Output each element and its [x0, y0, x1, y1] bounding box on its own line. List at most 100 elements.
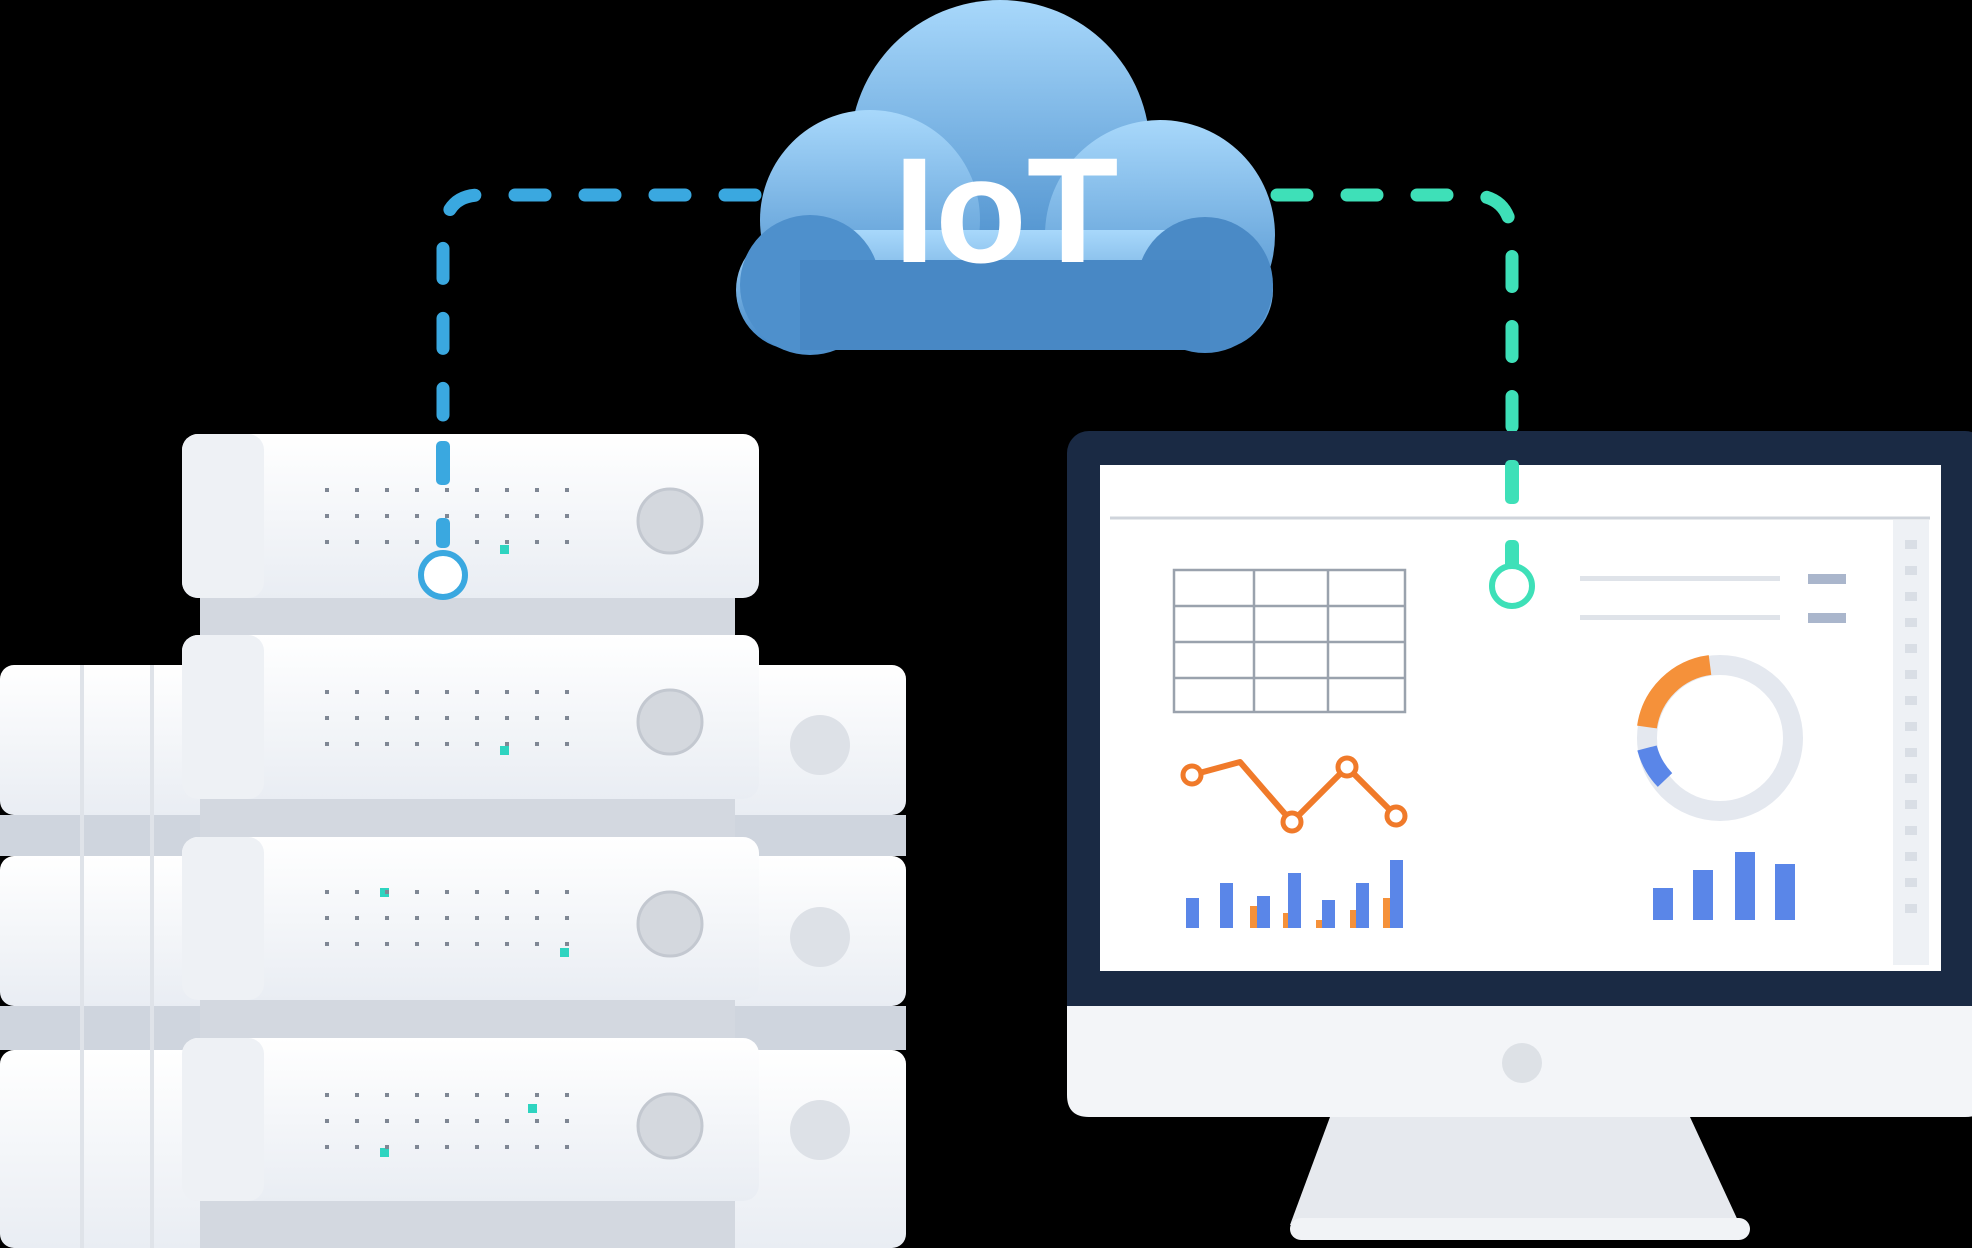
- indicator-dot: [385, 890, 389, 894]
- scroll-mark: [1905, 878, 1917, 887]
- scroll-mark: [1905, 904, 1917, 913]
- indicator-dot: [445, 890, 449, 894]
- indicator-dot: [535, 690, 539, 694]
- indicator-dot: [535, 1119, 539, 1123]
- indicator-dot: [445, 690, 449, 694]
- indicator-dot: [355, 942, 359, 946]
- indicator-dot: [505, 916, 509, 920]
- indicator-dot: [415, 690, 419, 694]
- indicator-dot: [325, 942, 329, 946]
- indicator-dot: [355, 690, 359, 694]
- indicator-dot: [565, 1093, 569, 1097]
- indicator-dot: [415, 488, 419, 492]
- indicator-dot: [355, 890, 359, 894]
- indicator-dot: [325, 742, 329, 746]
- indicator-dot: [505, 1093, 509, 1097]
- cloud-label: IoT: [894, 126, 1119, 294]
- server-unit: [182, 635, 759, 799]
- indicator-dot: [565, 742, 569, 746]
- indicator-dot: [505, 716, 509, 720]
- indicator-dot: [325, 916, 329, 920]
- indicator-dot: [355, 742, 359, 746]
- indicator-dot: [535, 540, 539, 544]
- indicator-dot: [445, 1119, 449, 1123]
- bar: [1653, 888, 1673, 920]
- power-button: [636, 1092, 704, 1160]
- scroll-mark: [1905, 826, 1917, 835]
- indicator-dot: [355, 1093, 359, 1097]
- indicator-dot: [385, 1093, 389, 1097]
- indicator-dot: [415, 1119, 419, 1123]
- indicator-dot: [415, 916, 419, 920]
- indicator-dot: [415, 716, 419, 720]
- indicator-dot: [325, 540, 329, 544]
- scroll-mark: [1905, 774, 1917, 783]
- indicator-dot: [385, 916, 389, 920]
- indicator-dot: [475, 1145, 479, 1149]
- connection-node-server: [418, 550, 468, 600]
- indicator-dot: [565, 890, 569, 894]
- bar: [1322, 900, 1335, 928]
- indicator-dot: [565, 488, 569, 492]
- indicator-dot: [535, 942, 539, 946]
- bar: [1356, 883, 1369, 928]
- cloud-icon: [736, 0, 1275, 355]
- bar: [1257, 896, 1270, 928]
- indicator-dot: [355, 1145, 359, 1149]
- indicator-dot: [505, 540, 509, 544]
- scroll-mark: [1905, 852, 1917, 861]
- server-unit: [182, 434, 759, 598]
- indicator-dot: [505, 1119, 509, 1123]
- indicator-dot: [535, 1145, 539, 1149]
- indicator-dot: [325, 514, 329, 518]
- indicator-dot: [325, 488, 329, 492]
- indicator-dot: [415, 540, 419, 544]
- scroll-mark: [1905, 592, 1917, 601]
- scroll-mark: [1905, 748, 1917, 757]
- indicator-dot: [355, 1119, 359, 1123]
- mini-bar-chart-left: [1186, 860, 1403, 928]
- scroll-mark: [1905, 696, 1917, 705]
- indicator-dot: [385, 1119, 389, 1123]
- indicator-dot: [565, 1145, 569, 1149]
- indicator-dot: [505, 488, 509, 492]
- indicator-dot: [505, 514, 509, 518]
- indicator-dot: [475, 690, 479, 694]
- indicator-dot: [475, 890, 479, 894]
- indicator-dot: [385, 942, 389, 946]
- indicator-dot: [325, 716, 329, 720]
- bar: [1693, 870, 1713, 920]
- mini-donut-chart: [1637, 655, 1803, 821]
- indicator-dot: [505, 890, 509, 894]
- indicator-dot: [475, 916, 479, 920]
- power-button: [636, 890, 704, 958]
- indicator-dot: [355, 488, 359, 492]
- indicator-dot: [355, 716, 359, 720]
- indicator-dot: [475, 1119, 479, 1123]
- scroll-mark: [1905, 800, 1917, 809]
- indicator-dot: [415, 890, 419, 894]
- scroll-mark: [1905, 618, 1917, 627]
- indicator-dot: [385, 716, 389, 720]
- indicator-dot: [445, 488, 449, 492]
- indicator-dot: [325, 1093, 329, 1097]
- indicator-dot: [475, 488, 479, 492]
- indicator-dot: [475, 716, 479, 720]
- indicator-dot: [385, 488, 389, 492]
- indicator-dot: [565, 1119, 569, 1123]
- indicator-dot: [565, 942, 569, 946]
- indicator-dot: [325, 1145, 329, 1149]
- indicator-dot: [445, 916, 449, 920]
- indicator-dot: [565, 916, 569, 920]
- indicator-dot: [535, 890, 539, 894]
- scroll-mark: [1905, 566, 1917, 575]
- indicator-dot: [535, 488, 539, 492]
- indicator-dot: [475, 514, 479, 518]
- scroll-mark: [1905, 722, 1917, 731]
- indicator-dot: [475, 1093, 479, 1097]
- link-line-server: [436, 188, 762, 422]
- indicator-dot: [505, 742, 509, 746]
- link-line-monitor: [1270, 188, 1519, 435]
- monitor: [1067, 431, 1972, 1240]
- indicator-dot: [475, 942, 479, 946]
